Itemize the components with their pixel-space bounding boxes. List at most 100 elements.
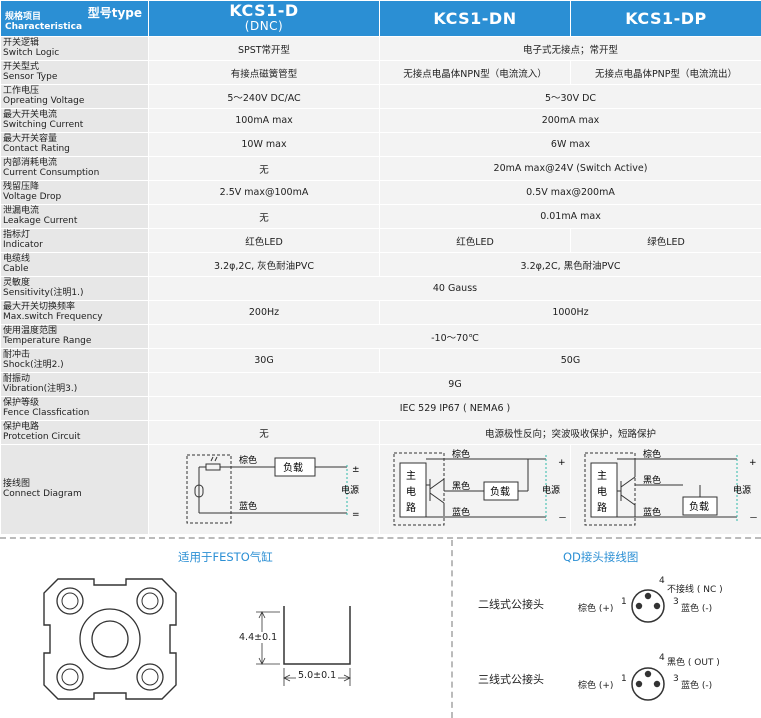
three-wire-connector-icon bbox=[631, 667, 665, 701]
main-circuit-2: 电 bbox=[597, 485, 607, 498]
pin-4-label: 4 bbox=[659, 653, 665, 663]
spec-value: 电子式无接点；常开型 bbox=[379, 36, 761, 61]
spec-value: 有接点磁簧管型 bbox=[148, 60, 380, 85]
diagram-kcs1-dn: 主 电 路 棕色 黑色 蓝色 负载 + bbox=[379, 444, 571, 535]
power-label: 电源 bbox=[542, 484, 560, 496]
spec-value: -10～70℃ bbox=[148, 324, 761, 349]
spec-value: 30G bbox=[148, 348, 380, 373]
brown-wire-label: 棕色 bbox=[643, 448, 661, 460]
plus-minus: ± bbox=[352, 465, 360, 475]
brown-plus-label: 棕色 (+) bbox=[578, 604, 614, 614]
plus-sign: + bbox=[558, 458, 566, 468]
spec-value: 3.2φ,2C, 灰色耐油PVC bbox=[148, 252, 380, 277]
blue-wire-label: 蓝色 bbox=[239, 500, 257, 512]
pin-3-label: 3 bbox=[673, 597, 679, 607]
pin-1-label: 1 bbox=[621, 597, 627, 607]
plus-sign: + bbox=[749, 458, 757, 468]
blue-minus-label: 蓝色 (-) bbox=[681, 681, 713, 691]
spec-value: 6W max bbox=[379, 132, 761, 157]
black-wire-label: 黑色 bbox=[452, 480, 470, 492]
pin-4-label: 4 bbox=[659, 576, 665, 586]
spec-value: 9G bbox=[148, 372, 761, 397]
spec-value: 2.5V max@100mA bbox=[148, 180, 380, 205]
spec-value: IEC 529 IP67 ( NEMA6 ) bbox=[148, 396, 761, 421]
equals-sign: = bbox=[352, 510, 360, 520]
festo-title: 适用于FESTO气缸 bbox=[178, 550, 273, 564]
black-out-label: 黑色 ( OUT ) bbox=[667, 658, 720, 668]
minus-sign: － bbox=[558, 514, 567, 524]
spec-value: SPST常开型 bbox=[148, 36, 380, 61]
main-circuit-2: 电 bbox=[406, 485, 416, 498]
model-kcs1-d: KCS1-D (DNC) bbox=[148, 0, 380, 37]
minus-sign: － bbox=[749, 514, 758, 524]
row-label: 接线图 Connect Diagram bbox=[0, 444, 149, 535]
width-dimension: 5.0±0.1 bbox=[296, 670, 339, 681]
diagram-kcs1-d: 棕色 蓝色 负载 ± 电源 = bbox=[148, 444, 380, 535]
brown-wire-label: 棕色 bbox=[452, 448, 470, 460]
power-label: 电源 bbox=[733, 484, 751, 496]
diagram-kcs1-dp: 主 电 路 棕色 黑色 蓝色 负载 + 电源 bbox=[570, 444, 761, 535]
three-wire-label: 三线式公接头 bbox=[478, 673, 544, 686]
load-label: 负载 bbox=[490, 485, 510, 498]
load-label: 负载 bbox=[689, 500, 709, 513]
spec-value: 3.2φ,2C, 黑色耐油PVC bbox=[379, 252, 761, 277]
blue-minus-label: 蓝色 (-) bbox=[681, 604, 713, 614]
black-wire-label: 黑色 bbox=[643, 474, 661, 486]
pin-1-label: 1 bbox=[621, 674, 627, 684]
diagram-row: 接线图 Connect Diagram 棕色 蓝色 bbox=[0, 444, 761, 535]
spec-value: 电源极性反向；突波吸收保护，短路保护 bbox=[379, 420, 761, 445]
load-label: 负载 bbox=[283, 461, 303, 474]
spec-table: 型号type 规格项目 Characteristica KCS1-D (DNC)… bbox=[0, 0, 761, 535]
spec-value: 1000Hz bbox=[379, 300, 761, 325]
main-circuit-1: 主 bbox=[597, 470, 607, 482]
brown-wire-label: 棕色 bbox=[239, 454, 257, 466]
festo-profile-drawing bbox=[43, 578, 177, 700]
spec-value: 0.01mA max bbox=[379, 204, 761, 229]
spec-value: 绿色LED bbox=[570, 228, 761, 253]
main-circuit-3: 路 bbox=[406, 501, 416, 514]
section-divider bbox=[0, 537, 761, 539]
spec-value: 50G bbox=[379, 348, 761, 373]
brown-plus-label: 棕色 (+) bbox=[578, 681, 614, 691]
two-wire-label: 二线式公接头 bbox=[478, 598, 544, 611]
spec-value: 10W max bbox=[148, 132, 380, 157]
npn-diagram: 主 电 路 棕色 黑色 蓝色 负载 + bbox=[393, 448, 567, 526]
spec-value: 无 bbox=[148, 156, 380, 181]
spec-value: 5～30V DC bbox=[379, 84, 761, 109]
spec-value: 200Hz bbox=[148, 300, 380, 325]
spec-value: 无 bbox=[148, 204, 380, 229]
spec-value: 0.5V max@200mA bbox=[379, 180, 761, 205]
two-wire-connector-icon bbox=[631, 589, 665, 623]
item-label: 规格项目 Characteristica bbox=[5, 12, 83, 32]
model-kcs1-dp: KCS1-DP bbox=[570, 0, 761, 37]
spec-value: 100mA max bbox=[148, 108, 380, 133]
spec-value: 20mA max@24V (Switch Active) bbox=[379, 156, 761, 181]
spec-value: 无接点电晶体NPN型（电流流入） bbox=[379, 60, 571, 85]
qd-title: QD接头接线图 bbox=[563, 550, 639, 564]
main-circuit-3: 路 bbox=[597, 501, 607, 514]
model-kcs1-dn: KCS1-DN bbox=[379, 0, 571, 37]
